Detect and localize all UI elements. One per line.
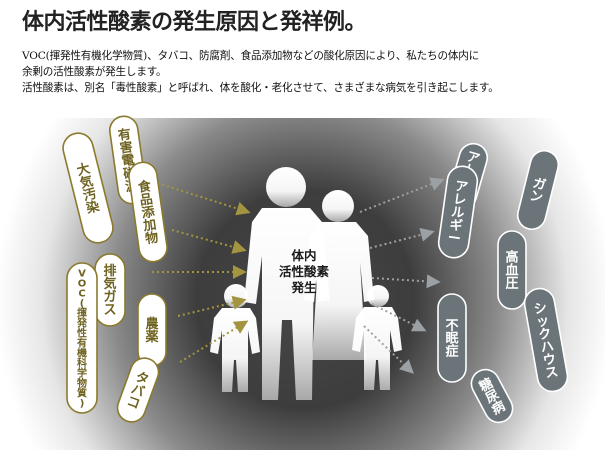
description: VOC(揮発性有機化学物質)、タバコ、防腐剤、食品添加物などの酸化原因により、私… xyxy=(22,48,602,96)
disease-arrow xyxy=(371,274,441,289)
cause-pill-label: 大気汚染 xyxy=(74,160,102,217)
cause-pill: タバコ xyxy=(116,357,160,423)
disease-list: アトピーガンアレルギー高血圧不眠症シックハウス糖尿病 xyxy=(437,142,569,424)
disease-pill: 高血圧 xyxy=(497,230,527,310)
center-label-line-1: 体内 xyxy=(291,248,316,263)
disease-pill: アレルギー xyxy=(437,165,479,259)
description-line-2: 余剰の活性酸素が発生します。 xyxy=(22,66,167,78)
disease-arrow xyxy=(369,228,435,249)
cause-pill-shape xyxy=(116,357,160,423)
cause-pill-shape xyxy=(62,132,114,244)
disease-pill-shape xyxy=(470,368,514,424)
family-silhouette-icon xyxy=(210,167,402,400)
cause-pill-label: タバコ xyxy=(124,370,150,413)
cause-pill: 大気汚染 xyxy=(62,132,114,244)
disease-pill-label: 高血圧 xyxy=(505,250,518,292)
disease-pill-shape xyxy=(437,293,467,383)
disease-pill-label: アレルギー xyxy=(447,179,469,247)
disease-pill: 不眠症 xyxy=(437,293,467,383)
disease-pill-shape xyxy=(437,165,479,259)
cause-pill: 農薬 xyxy=(137,293,167,367)
disease-pill-label: ガン xyxy=(528,176,547,206)
center-label-line-2: 活性酸素 xyxy=(279,264,330,279)
disease-pill-shape xyxy=(497,230,527,310)
description-line-1: VOC(揮発性有機化学物質)、タバコ、防腐剤、食品添加物などの酸化原因により、私… xyxy=(22,50,480,62)
disease-pill: 糖尿病 xyxy=(470,368,514,424)
cause-pill-label: 食品添加物 xyxy=(136,178,160,247)
cause-pill-label: 排気ガス xyxy=(103,263,116,318)
center-label: 体内 活性酸素 発生 xyxy=(279,248,330,295)
disease-pill-label: シックハウス xyxy=(533,301,560,382)
cause-pill-label: 農薬 xyxy=(144,316,159,345)
center-label-line-3: 発生 xyxy=(290,280,317,295)
cause-arrow xyxy=(177,295,247,317)
disease-pill: シックハウス xyxy=(523,287,569,393)
cause-pill-shape xyxy=(128,161,168,263)
cause-pill: 食品添加物 xyxy=(128,161,168,263)
disease-arrows xyxy=(359,177,445,374)
page-title: 体内活性酸素の発生原因と発祥例。 xyxy=(22,10,367,35)
cause-pill-shape xyxy=(66,262,98,414)
disease-pill-shape xyxy=(516,149,560,231)
cause-pill: 排気ガス xyxy=(94,253,126,327)
disease-pill-label: 不眠症 xyxy=(445,319,458,360)
disease-pill: ガン xyxy=(516,149,560,231)
description-line-3: 活性酸素は、別名「毒性酸素」と呼ばれ、体を酸化・老化させて、さまざまな病気を引き… xyxy=(22,82,499,94)
disease-arrow xyxy=(363,325,415,374)
cause-arrows xyxy=(147,179,251,363)
disease-pill-shape xyxy=(523,287,569,393)
